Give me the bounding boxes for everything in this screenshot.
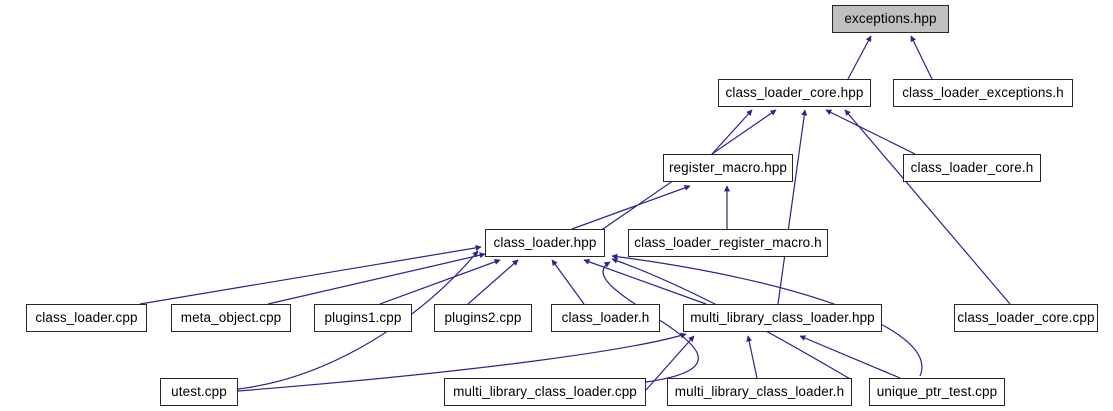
edge-unique-ptr-test-cpp-to-mlcl-hpp [799, 335, 901, 379]
node-label: class_loader_exceptions.h [902, 85, 1064, 101]
edge-register-macro-hpp-to-class-loader-core-hpp [711, 109, 753, 155]
node-label: class_loader.h [561, 310, 650, 326]
edge-multi-library-class-loader-hpp-to-class-loader-hpp [583, 259, 707, 305]
node-label: class_loader_core.hpp [725, 85, 864, 101]
node-class-loader-exceptions-h[interactable]: class_loader_exceptions.h [893, 79, 1073, 107]
edge-class-loader-hpp-to-register-macro-hpp [571, 185, 691, 230]
node-class-loader-core-cpp[interactable]: class_loader_core.cpp [954, 304, 1098, 332]
node-label: unique_ptr_test.cpp [876, 384, 998, 400]
node-label: multi_library_class_loader.h [674, 384, 845, 400]
node-class-loader-core-hpp[interactable]: class_loader_core.hpp [718, 79, 871, 107]
node-multi-library-class-loader-h[interactable]: multi_library_class_loader.h [667, 378, 852, 406]
node-class-loader-register-macro-h[interactable]: class_loader_register_macro.h [628, 229, 828, 257]
edge-class-loader-core-cpp-to-class-loader-core-hpp [844, 109, 1011, 305]
edge-plugins2-cpp-to-class-loader-hpp [467, 259, 519, 305]
node-unique-ptr-test-cpp[interactable]: unique_ptr_test.cpp [869, 378, 1005, 406]
edge-meta-object-cpp-to-class-loader-hpp [267, 252, 486, 305]
node-exceptions-hpp[interactable]: exceptions.hpp [832, 5, 949, 33]
node-label: meta_object.cpp [180, 310, 282, 326]
node-label: class_loader.cpp [35, 310, 138, 326]
node-label: multi_library_class_loader.cpp [453, 384, 637, 400]
edge-class-loader-cpp-to-class-loader-hpp [139, 244, 482, 305]
edge-plugins1-cpp-to-class-loader-hpp [379, 259, 501, 305]
edge-class-loader-core-h-to-class-loader-core-hpp [825, 109, 916, 155]
node-register-macro-hpp[interactable]: register_macro.hpp [663, 154, 793, 182]
node-plugins1-cpp[interactable]: plugins1.cpp [314, 304, 412, 332]
node-label: class_loader_core.cpp [957, 310, 1095, 326]
node-class-loader-cpp[interactable]: class_loader.cpp [26, 304, 147, 332]
node-label: class_loader_register_macro.h [634, 235, 822, 251]
edge-class-loader-h-to-class-loader-hpp [551, 259, 585, 305]
edge-multi-library-class-loader-hpp-to-class-loader-core-hpp [777, 109, 808, 305]
edge-class-loader-core-hpp-to-exceptions-hpp [847, 35, 872, 80]
node-class-loader-hpp[interactable]: class_loader.hpp [485, 229, 605, 257]
node-plugins2-cpp[interactable]: plugins2.cpp [434, 304, 532, 332]
node-label: exceptions.hpp [844, 11, 937, 27]
edge-group [139, 35, 1011, 392]
node-label: class_loader.hpp [493, 235, 597, 251]
edge-class-loader-exceptions-h-to-exceptions-hpp [910, 35, 933, 80]
node-label: register_macro.hpp [668, 160, 788, 176]
node-label: class_loader_core.h [910, 160, 1034, 176]
node-class-loader-core-h[interactable]: class_loader_core.h [903, 154, 1041, 182]
node-utest-cpp[interactable]: utest.cpp [160, 378, 238, 406]
node-label: plugins2.cpp [444, 310, 522, 326]
node-label: multi_library_class_loader.hpp [690, 310, 875, 326]
node-multi-library-class-loader-hpp[interactable]: multi_library_class_loader.hpp [683, 304, 882, 332]
node-class-loader-h[interactable]: class_loader.h [551, 304, 660, 332]
node-meta-object-cpp[interactable]: meta_object.cpp [171, 304, 291, 332]
node-label: plugins1.cpp [324, 310, 402, 326]
node-multi-library-class-loader-cpp[interactable]: multi_library_class_loader.cpp [444, 378, 646, 406]
edge-multi-library-class-loader-h-to-mlcl-hpp [746, 335, 758, 379]
node-label: utest.cpp [171, 384, 227, 400]
